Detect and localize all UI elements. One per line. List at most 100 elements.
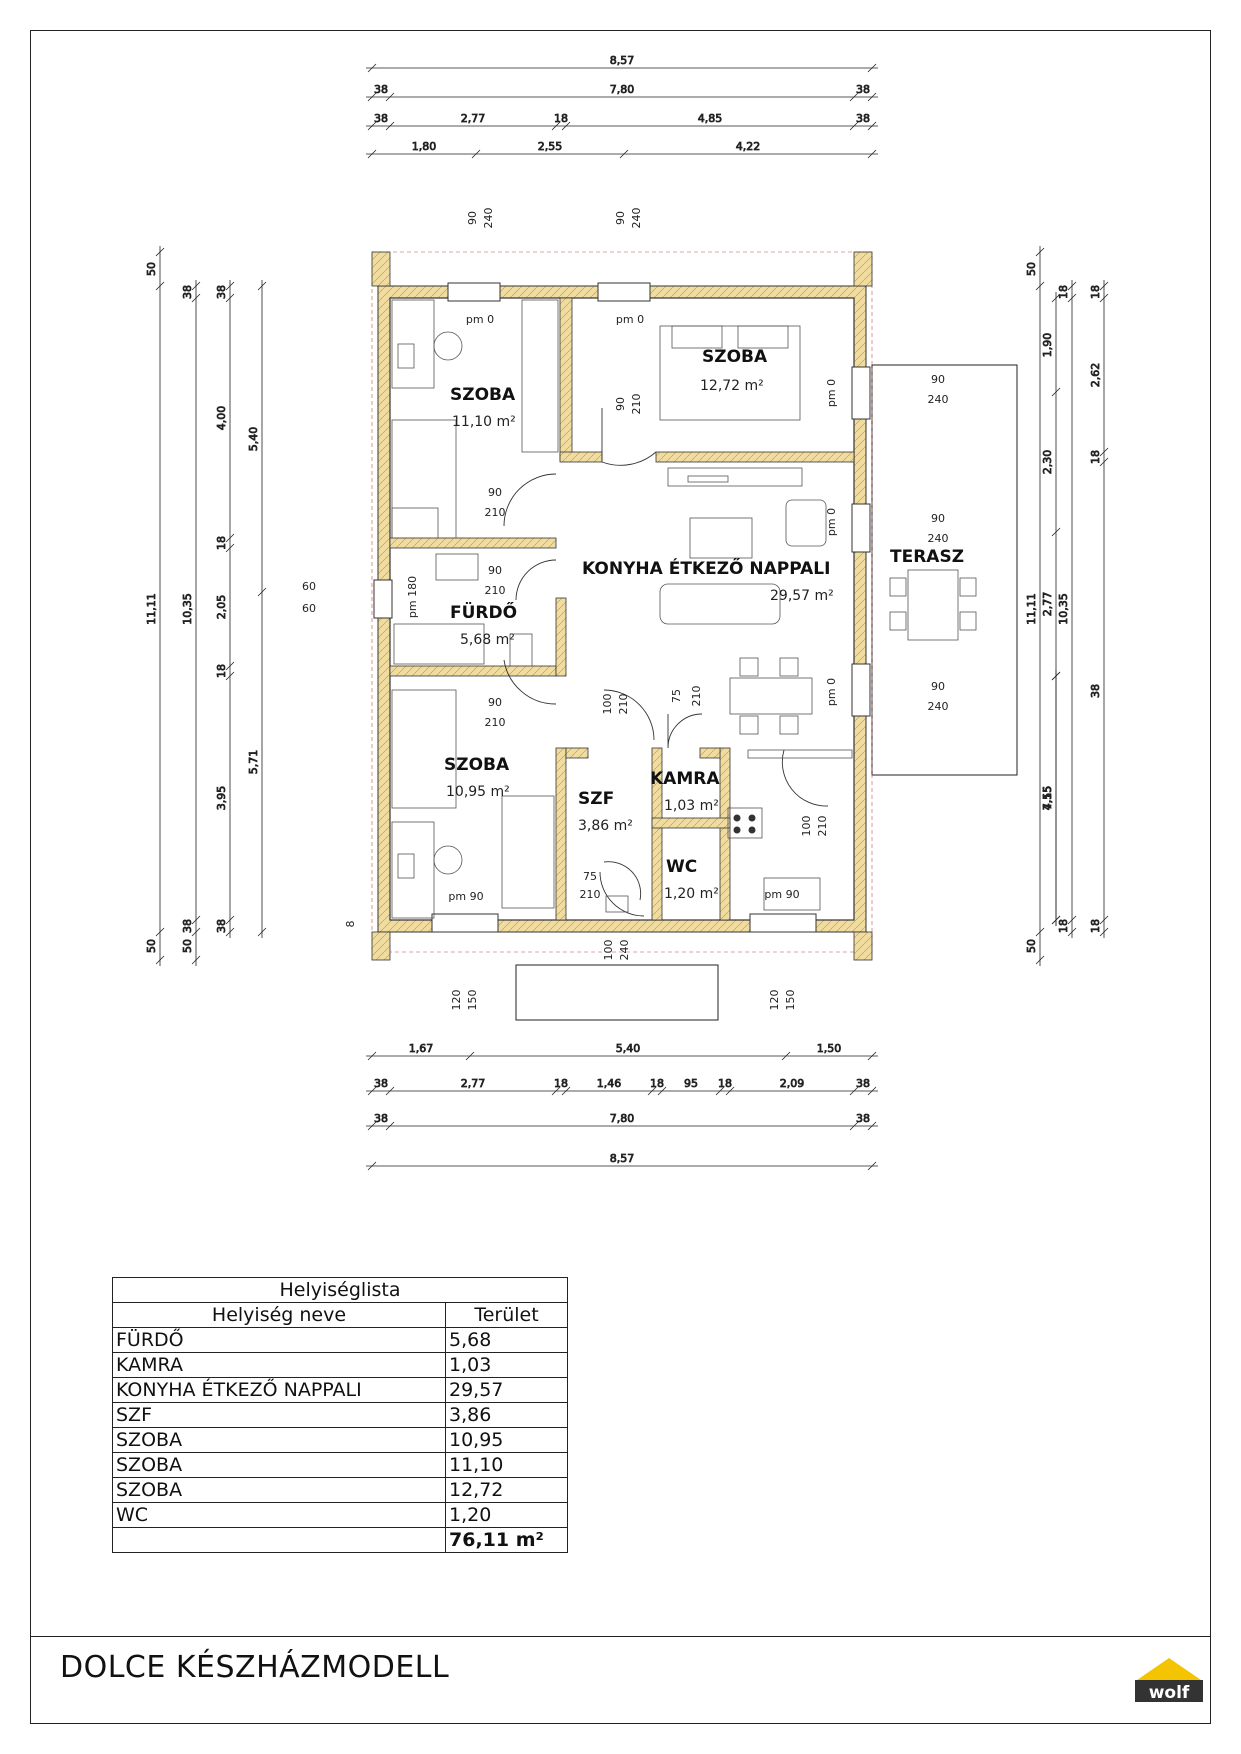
- dimension-tick: [257, 927, 267, 937]
- dimension-tick: [225, 915, 235, 925]
- dimension-label: 11,11: [145, 593, 158, 625]
- room-area: 10,95 m²: [446, 784, 510, 800]
- room-name-cell: KAMRA: [112, 1352, 446, 1378]
- dimension-label: 4,15: [1041, 786, 1054, 811]
- opening-label: 210: [690, 686, 703, 707]
- opening-label: 90: [614, 211, 627, 225]
- drawing-title: DOLCE KÉSZHÁZMODELL: [60, 1650, 450, 1685]
- table-total-row: 76,11 m²: [112, 1527, 568, 1553]
- opening-label: pm 90: [448, 890, 483, 903]
- dimension-tick: [225, 543, 235, 553]
- dimension-tick: [1067, 281, 1077, 291]
- opening-label: pm 0: [616, 313, 644, 326]
- dimension-label: 18: [650, 1077, 664, 1090]
- opening-label: 8: [344, 921, 357, 928]
- dimension-tick: [867, 92, 877, 102]
- opening-label: 90: [466, 211, 479, 225]
- dimension-tick: [1099, 457, 1109, 467]
- opening-label: pm 0: [825, 508, 838, 536]
- dimension-label: 18: [1057, 919, 1070, 933]
- dimension-tick: [1051, 671, 1061, 681]
- dimension-label: 38: [374, 112, 388, 125]
- opening-label: 150: [784, 990, 797, 1011]
- dimension-tick: [1035, 281, 1045, 291]
- dimension-label: 1,80: [412, 140, 437, 153]
- dimension-label: 4,22: [736, 140, 761, 153]
- column-header-name: Helyiség neve: [112, 1302, 446, 1328]
- room-name-cell: WC: [112, 1502, 446, 1528]
- dimension-tick: [561, 1086, 571, 1096]
- room-name-cell: SZOBA: [112, 1452, 446, 1478]
- opening-label: pm 90: [764, 888, 799, 901]
- table-caption: Helyiséglista: [112, 1277, 568, 1303]
- dimension-label: 38: [374, 1112, 388, 1125]
- dimension-tick: [1099, 293, 1109, 303]
- dimension-label: 95: [684, 1077, 698, 1090]
- opening-label: 210: [617, 694, 630, 715]
- dimension-tick: [155, 927, 165, 937]
- room-label: SZOBA: [444, 755, 510, 775]
- dimension-tick: [725, 1086, 735, 1096]
- dimension-tick: [551, 121, 561, 131]
- dimension-tick: [1099, 927, 1109, 937]
- room-area-cell: 12,72: [445, 1477, 568, 1503]
- dimension-tick: [867, 149, 877, 159]
- dimension-label: 7,80: [610, 83, 635, 96]
- opening-label: 210: [580, 888, 601, 901]
- room-label: WC: [666, 857, 697, 877]
- title-block: [30, 1636, 1211, 1724]
- dimension-label: 2,77: [1041, 592, 1054, 617]
- dimension-tick: [867, 1161, 877, 1171]
- dimension-tick: [225, 927, 235, 937]
- total-label-cell: [112, 1527, 446, 1553]
- dimension-label: 1,67: [409, 1042, 434, 1055]
- dimension-label: 1,90: [1041, 333, 1054, 358]
- dimension-tick: [1099, 915, 1109, 925]
- room-area-cell: 5,68: [445, 1327, 568, 1353]
- dimension-label: 18: [1089, 919, 1102, 933]
- dimension-tick: [367, 1121, 377, 1131]
- dimension-label: 50: [181, 939, 194, 953]
- door-swings: [503, 408, 829, 917]
- dimension-tick: [191, 915, 201, 925]
- outer-walls: [371, 251, 873, 961]
- dimension-tick: [1067, 293, 1077, 303]
- dimension-tick: [257, 281, 267, 291]
- dimension-tick: [465, 1051, 475, 1061]
- dimension-label: 5,71: [247, 750, 260, 775]
- total-area-cell: 76,11 m²: [445, 1527, 568, 1553]
- opening-label: 90: [614, 397, 627, 411]
- dimension-label: 18: [1089, 450, 1102, 464]
- dimension-label: 2,55: [538, 140, 563, 153]
- dimension-label: 38: [181, 285, 194, 299]
- dimension-label: 11,11: [1025, 593, 1038, 625]
- dimension-tick: [1067, 915, 1077, 925]
- dimension-tick: [191, 927, 201, 937]
- dimension-label: 10,35: [1057, 593, 1070, 625]
- dimension-label: 5,40: [247, 427, 260, 452]
- dimension-tick: [385, 1121, 395, 1131]
- dimension-label: 2,77: [461, 112, 486, 125]
- wolf-logo: wolf: [1135, 1658, 1203, 1703]
- dimension-label: 38: [215, 919, 228, 933]
- opening-label: 240: [482, 208, 495, 229]
- dimension-label: 7,55: [1041, 786, 1054, 811]
- opening-label: 240: [618, 940, 631, 961]
- room-area: 1,03 m²: [664, 798, 719, 814]
- opening-label: pm 0: [825, 379, 838, 407]
- dimension-tick: [155, 955, 165, 965]
- dimension-tick: [867, 63, 877, 73]
- dimension-tick: [1035, 927, 1045, 937]
- dimension-label: 1,50: [817, 1042, 842, 1055]
- dimension-tick: [867, 121, 877, 131]
- room-area: 3,86 m²: [578, 818, 633, 834]
- dimension-label: 1,46: [597, 1077, 622, 1090]
- room-area-cell: 1,20: [445, 1502, 568, 1528]
- dimension-tick: [715, 1086, 725, 1096]
- opening-label: pm 0: [466, 313, 494, 326]
- dimension-tick: [1035, 955, 1045, 965]
